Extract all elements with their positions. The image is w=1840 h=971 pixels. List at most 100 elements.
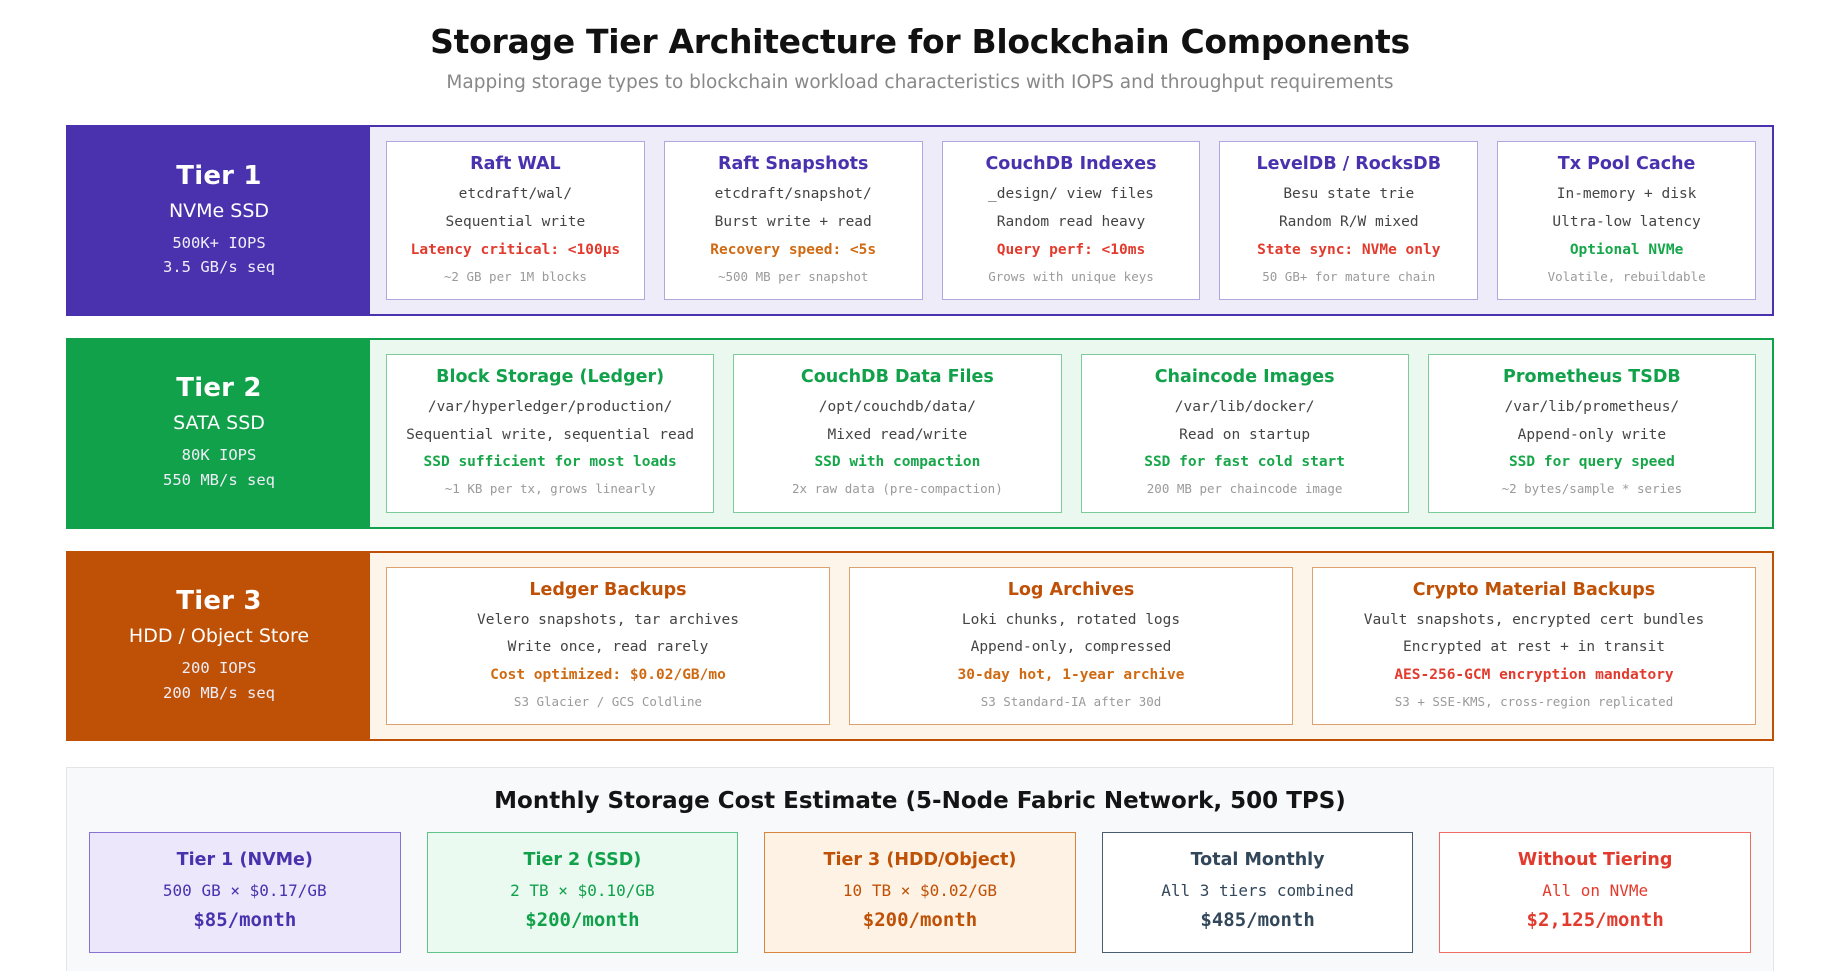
cost-card-detail: All 3 tiers combined (1161, 881, 1354, 901)
workload-card-path: /var/hyperledger/production/ (427, 398, 673, 415)
cost-card-label: Tier 3 (HDD/Object) (823, 850, 1017, 871)
tier-card-list: Block Storage (Ledger) /var/hyperledger/p… (370, 340, 1772, 527)
workload-card[interactable]: Prometheus TSDB/var/lib/prometheus/Appen… (1427, 353, 1756, 513)
workload-card-title: Log Archives (1007, 579, 1135, 600)
cost-card-amount: $85/month (193, 909, 297, 932)
workload-card-pattern: Encrypted at rest + in transit (1403, 639, 1665, 656)
workload-card-title: Ledger Backups (529, 579, 687, 600)
workload-card-requirement: Latency critical: <100µs (410, 241, 621, 258)
workload-card[interactable]: Raft Snapshots etcdraft/snapshot/Burst wr… (663, 141, 923, 300)
tier-iops: 80K IOPS (181, 446, 257, 465)
workload-card-note: ~2 bytes/sample * series (1501, 481, 1683, 497)
tier-name: Tier 1 (176, 160, 262, 191)
cost-card-detail: 2 TB × $0.10/GB (510, 881, 655, 901)
workload-card-pattern: Sequential write, sequential read (406, 426, 695, 443)
workload-card-path: In-memory + disk (1556, 186, 1697, 202)
cost-card-label: Total Monthly (1190, 850, 1325, 871)
workload-card-title: Crypto Material Backups (1412, 579, 1656, 600)
workload-card-path: Besu state trie (1283, 186, 1415, 202)
workload-card-pattern: Burst write + read (714, 213, 872, 230)
workload-card-path: Velero snapshots, tar archives (477, 611, 739, 628)
cost-card-label: Tier 2 (SSD) (523, 850, 642, 871)
workload-card-pattern: Read on startup (1179, 426, 1311, 443)
tier-throughput: 3.5 GB/s seq (163, 258, 275, 277)
workload-card-pattern: Sequential write (445, 213, 586, 230)
workload-card-note: S3 + SSE-KMS, cross-region replicated (1394, 694, 1674, 710)
workload-card-path: /opt/couchdb/data/ (818, 398, 976, 415)
workload-card-requirement: State sync: NVMe only (1257, 241, 1441, 258)
workload-card-pattern: Mixed read/write (827, 426, 968, 443)
workload-card-pattern: Append-only write (1517, 426, 1667, 443)
tier-media: HDD / Object Store (128, 625, 310, 648)
workload-card[interactable]: Chaincode Images/var/lib/docker/Read on … (1080, 353, 1409, 513)
workload-card-path: Loki chunks, rotated logs (961, 611, 1181, 628)
workload-card-path: _design/ view files (988, 186, 1154, 202)
workload-card-title: Block Storage (Ledger) (436, 366, 665, 387)
workload-card[interactable]: CouchDB Data Files/opt/couchdb/data/Mixe… (733, 353, 1062, 513)
workload-card-requirement: SSD with compaction (814, 454, 981, 471)
workload-card-requirement: Recovery speed: <5s (710, 241, 877, 258)
workload-card-note: ~1 KB per tx, grows linearly (444, 481, 656, 497)
cost-card-label: Without Tiering (1517, 850, 1673, 871)
cost-card[interactable]: Tier 2 (SSD)2 TB × $0.10/GB$200/month (426, 832, 739, 953)
workload-card-requirement: AES-256-GCM encryption mandatory (1394, 667, 1674, 684)
workload-card-note: ~2 GB per 1M blocks (443, 268, 587, 284)
workload-card-path: /var/lib/prometheus/ (1504, 398, 1680, 415)
workload-card-note: S3 Standard-IA after 30d (980, 694, 1162, 710)
workload-card-pattern: Write once, read rarely (507, 639, 709, 656)
cost-card-amount: $200/month (862, 909, 978, 932)
page-title: Storage Tier Architecture for Blockchain… (430, 22, 1410, 61)
workload-card-note: ~500 MB per snapshot (717, 268, 869, 284)
workload-card-note: 2x raw data (pre-compaction) (792, 481, 1003, 497)
tier-throughput: 550 MB/s seq (163, 471, 275, 490)
cost-card-detail: 10 TB × $0.02/GB (842, 881, 998, 901)
cost-card[interactable]: Tier 3 (HDD/Object) 10 TB × $0.02/GB $200/… (764, 832, 1076, 953)
workload-card-title: Tx Pool Cache (1557, 154, 1696, 174)
tier-iops: 500K+ IOPS (172, 233, 266, 252)
workload-card-pattern: Random read heavy (996, 213, 1146, 230)
page-subtitle: Mapping storage types to blockchain work… (446, 72, 1394, 93)
tier-name: Tier 2 (176, 373, 262, 404)
cost-card-label: Tier 1 (NVMe) (176, 850, 313, 871)
workload-card-title: Prometheus TSDB (1503, 366, 1681, 387)
workload-card-note: S3 Glacier / GCS Coldline (513, 694, 703, 710)
workload-card-title: CouchDB Data Files (800, 366, 994, 387)
workload-card-note: Volatile, rebuildable (1547, 268, 1706, 284)
tier-throughput: 200 MB/s seq (163, 683, 275, 702)
header: Storage Tier Architecture for Blockchain… (0, 0, 1840, 93)
workload-card-title: Raft WAL (470, 154, 561, 174)
workload-card-requirement: SSD sufficient for most loads (423, 454, 677, 471)
workload-card-path: etcdraft/snapshot/ (714, 186, 872, 202)
workload-card-requirement: SSD for query speed (1508, 454, 1675, 471)
cost-card-detail: 500 GB × $0.17/GB (162, 881, 327, 901)
workload-card-pattern: Ultra-low latency (1552, 213, 1701, 230)
cost-card-amount: $485/month (1200, 909, 1315, 932)
tier-iops: 200 IOPS (181, 659, 257, 678)
workload-card-note: 200 MB per chaincode image (1146, 481, 1343, 497)
cost-card[interactable]: Tier 1 (NVMe) 500 GB × $0.17/GB $85/month (89, 832, 401, 953)
workload-card[interactable]: Block Storage (Ledger) /var/hyperledger/p… (386, 353, 715, 513)
workload-card-requirement: 30-day hot, 1-year archive (957, 667, 1185, 684)
workload-card-title: LevelDB / RocksDB (1256, 154, 1442, 174)
cost-panel: Monthly Storage Cost Estimate (5-Node Fa… (66, 767, 1774, 971)
workload-card-path: etcdraft/wal/ (458, 186, 573, 202)
workload-card-pattern: Random R/W mixed (1278, 213, 1419, 230)
workload-card-title: Raft Snapshots (717, 154, 869, 174)
